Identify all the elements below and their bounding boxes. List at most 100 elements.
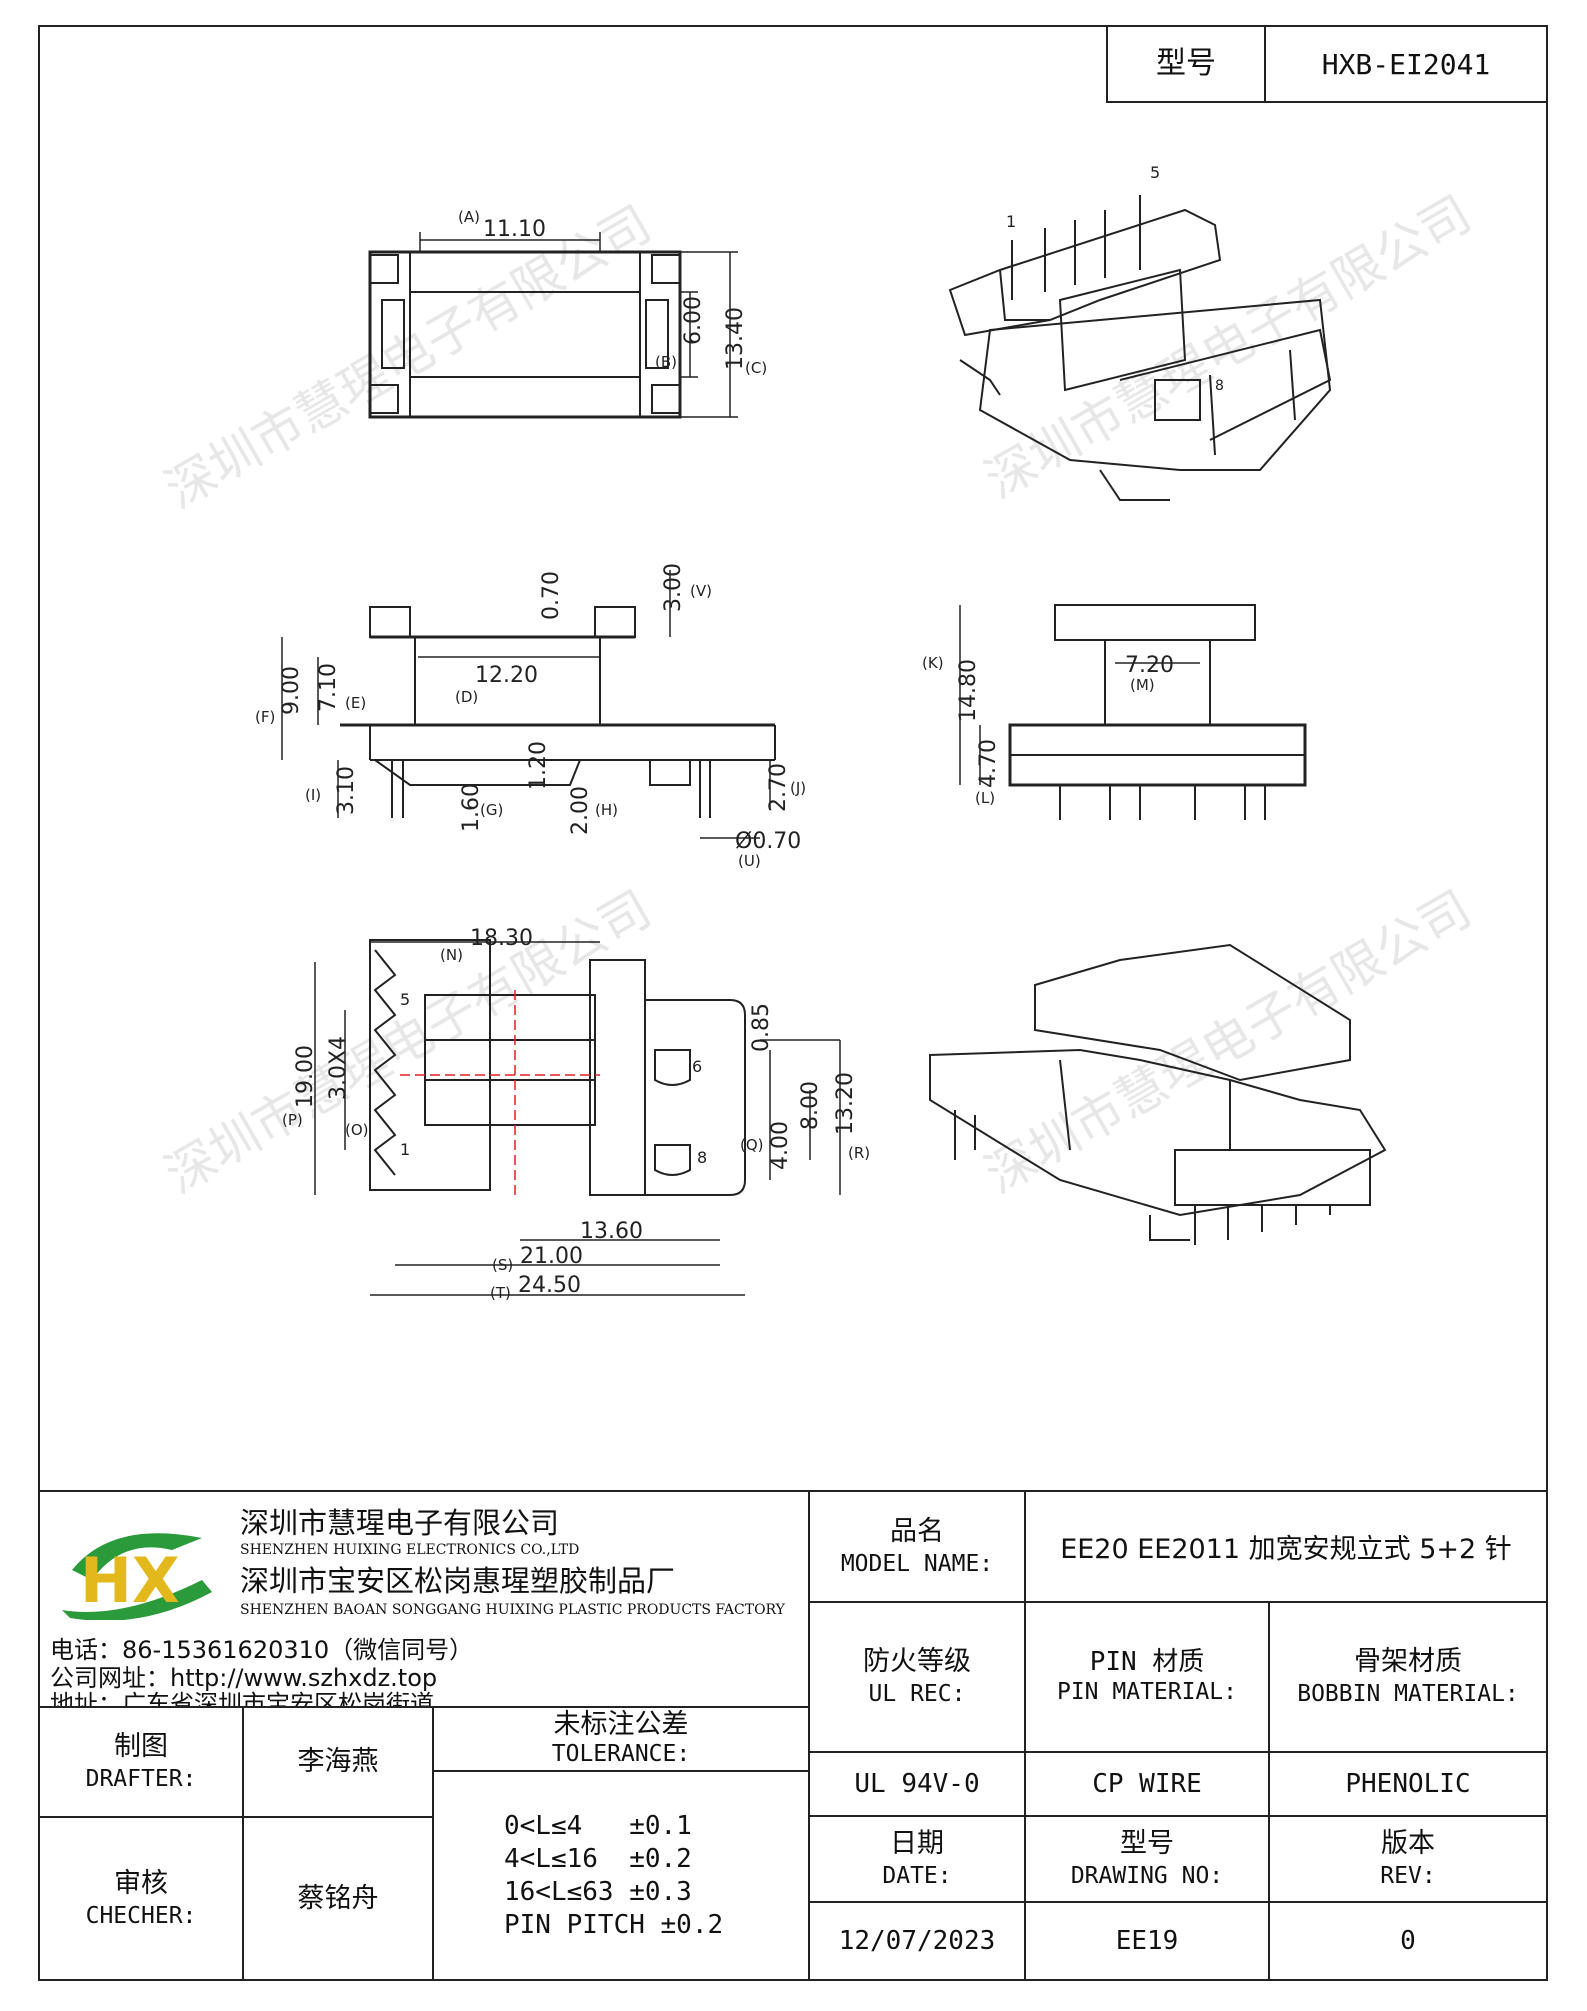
pin-6-label: 6 <box>692 1057 702 1076</box>
pin-en: PIN MATERIAL: <box>1056 1679 1237 1705</box>
bobbin-en: BOBBIN MATERIAL: <box>1297 1681 1519 1707</box>
model-value: HXB-EI2041 <box>1321 47 1491 81</box>
dim-v-label: (V) <box>690 582 712 600</box>
dim-a-label: (A) <box>458 208 480 226</box>
side-view <box>959 604 1307 820</box>
model-name-en: MODEL NAME: <box>840 1550 994 1577</box>
ul-label-cell: 防火等级 UL REC: <box>808 1601 1026 1753</box>
ul-en: UL REC: <box>868 1681 966 1707</box>
date-en: DATE: <box>882 1863 952 1889</box>
pin-5-label: 5 <box>400 990 410 1009</box>
bobbin-cn: 骨架材质 <box>1354 1646 1462 1677</box>
drafter-value-cell: 李海燕 <box>242 1706 434 1818</box>
model-label-cell: 型号 <box>1106 25 1266 103</box>
model-name-value-cell: EE20 EE2011 加宽安规立式 5+2 针 <box>1024 1490 1548 1603</box>
pin-value-cell: CP WIRE <box>1024 1751 1270 1817</box>
bobbin-value: PHENOLIC <box>1345 1769 1471 1799</box>
dim-j-label: (J) <box>790 779 806 797</box>
drafter-cn: 制图 <box>114 1731 168 1762</box>
iso-view-top <box>948 195 1332 501</box>
model-name-value: EE20 EE2011 加宽安规立式 5+2 针 <box>1060 1534 1512 1565</box>
dim-n: 18.30 <box>470 926 533 951</box>
tolerance-line-3: 16<L≤63 ±0.3 <box>504 1876 692 1907</box>
iso-pin-8-label: 8 <box>1215 378 1224 394</box>
drafter-en: DRAFTER: <box>85 1766 197 1792</box>
checker-label-cell: 审核 CHECHER: <box>38 1816 244 1981</box>
company-logo: HX <box>62 1533 212 1620</box>
dim-t-label: (T) <box>490 1284 511 1302</box>
dim-i: 3.10 <box>334 766 359 815</box>
dim-p: 19.00 <box>293 1045 318 1108</box>
factory-name-en: SHENZHEN BAOAN SONGGANG HUIXING PLASTIC … <box>240 1602 785 1618</box>
dim-top: 0.70 <box>539 571 564 620</box>
factory-name-cn: 深圳市宝安区松岗惠瑆塑胶制品厂 <box>240 1564 676 1598</box>
tolerance-line-4: PIN PITCH ±0.2 <box>504 1909 724 1940</box>
drawing-en: DRAWING NO: <box>1070 1863 1224 1889</box>
checker-value-cell: 蔡铭舟 <box>242 1816 434 1981</box>
dim-m-label: (M) <box>1130 676 1155 694</box>
dim-a: 11.10 <box>483 217 546 242</box>
company-block: HX 深圳市慧瑆电子有限公司 SHENZHEN HUIXING ELECTRON… <box>38 1490 810 1718</box>
dim-p-label: (P) <box>282 1111 303 1129</box>
checker-value: 蔡铭舟 <box>297 1882 379 1914</box>
model-label: 型号 <box>1156 46 1216 81</box>
pin-material-label-cell: PIN 材质 PIN MATERIAL: <box>1024 1601 1270 1753</box>
dim-e: 7.10 <box>316 663 341 712</box>
dim-e-label: (E) <box>345 694 366 712</box>
dim-m: 7.20 <box>1125 653 1174 678</box>
dim-q2: 4.00 <box>768 1121 793 1170</box>
tolerance-cn: 未标注公差 <box>553 1709 689 1740</box>
dim-n-label: (N) <box>440 946 463 964</box>
dim-o: 3.0X4 <box>326 1036 351 1100</box>
date-value: 12/07/2023 <box>838 1926 996 1956</box>
ul-value-cell: UL 94V-0 <box>808 1751 1026 1817</box>
ul-cn: 防火等级 <box>863 1646 971 1677</box>
tolerance-line-2: 4<L≤16 ±0.2 <box>504 1843 692 1874</box>
dim-top-r: 0.85 <box>749 1003 774 1052</box>
pin-8-label: 8 <box>697 1148 707 1167</box>
dim-l-label: (L) <box>975 789 995 807</box>
dim-f: 9.00 <box>279 666 304 715</box>
company-name-cn: 深圳市慧瑆电子有限公司 <box>240 1506 560 1540</box>
dim-r: 13.20 <box>833 1072 858 1135</box>
model-value-cell: HXB-EI2041 <box>1264 25 1548 103</box>
bobbin-value-cell: PHENOLIC <box>1268 1751 1548 1817</box>
technical-drawing: (A) 11.10 6.00 (B) 13.40 (C) 3.00 (V) 0.… <box>255 163 1387 1302</box>
dim-u-label: (U) <box>738 852 761 870</box>
dim-g: 1.60 <box>459 783 484 832</box>
dim-u: Ø0.70 <box>735 829 801 854</box>
rev-value-cell: 0 <box>1268 1901 1548 1981</box>
dim-s: 21.00 <box>520 1244 583 1269</box>
dim-d: 12.20 <box>475 663 538 688</box>
dim-h-label: (H) <box>595 801 618 819</box>
drafter-label-cell: 制图 DRAFTER: <box>38 1706 244 1818</box>
company-phone: 电话：86-15361620310（微信同号） <box>50 1636 474 1664</box>
date-label-cell: 日期 DATE: <box>808 1815 1026 1903</box>
pin-cn: PIN 材质 <box>1089 1647 1205 1677</box>
bottom-view <box>314 939 841 1296</box>
model-name-cn: 品名 <box>890 1515 944 1547</box>
tolerance-line-1: 0<L≤4 ±0.1 <box>504 1810 692 1841</box>
pin-value: CP WIRE <box>1092 1769 1202 1799</box>
dim-q-label: (Q) <box>740 1136 764 1154</box>
pin-1-label: 1 <box>400 1140 410 1159</box>
dim-o-label: (O) <box>345 1121 369 1139</box>
iso-pin-1-label: 1 <box>1006 212 1016 231</box>
drawing-value: EE19 <box>1115 1926 1179 1956</box>
dim-j: 2.70 <box>766 763 791 812</box>
dim-i-label: (I) <box>305 786 321 804</box>
dim-f-label: (F) <box>255 708 275 726</box>
ul-value: UL 94V-0 <box>854 1769 980 1799</box>
dim-r-label: (R) <box>848 1144 870 1162</box>
rev-cn: 版本 <box>1381 1828 1435 1859</box>
date-cn: 日期 <box>890 1828 944 1859</box>
dim-v: 3.00 <box>661 563 686 612</box>
dim-l: 4.70 <box>976 739 1001 788</box>
iso-view-bottom <box>929 943 1387 1245</box>
drawing-value-cell: EE19 <box>1024 1901 1270 1981</box>
checker-cn: 审核 <box>114 1867 168 1899</box>
dim-b-label: (B) <box>655 353 677 371</box>
dim-h: 2.00 <box>568 786 593 835</box>
rev-label-cell: 版本 REV: <box>1268 1815 1548 1903</box>
dim-s-label: (S) <box>492 1256 513 1274</box>
